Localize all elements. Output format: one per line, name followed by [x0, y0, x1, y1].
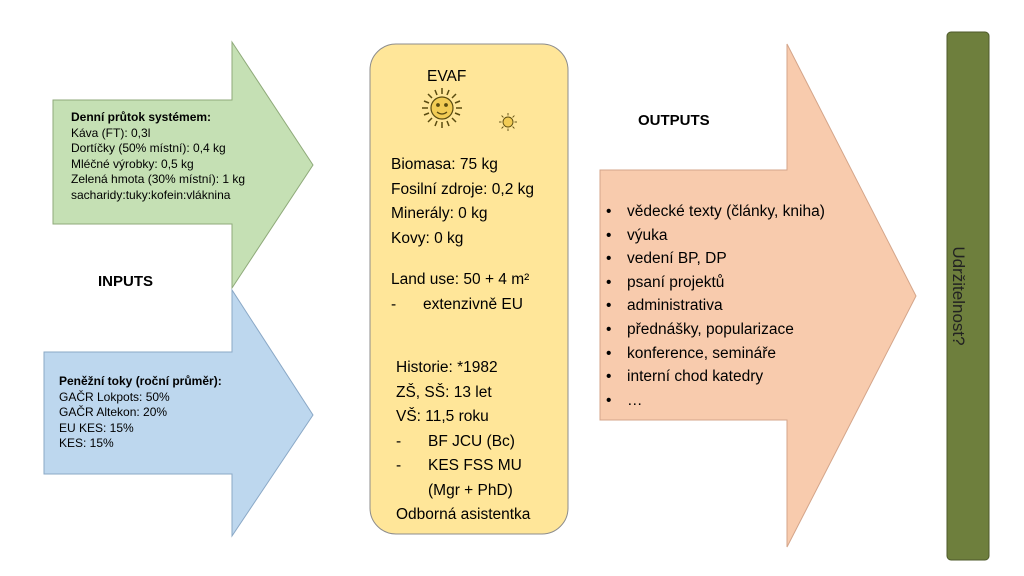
- resource-item: Kovy: 0 kg: [391, 229, 464, 247]
- flow-item: sacharidy:tuky:kofein:vláknina: [71, 187, 231, 202]
- center-title: EVAF: [427, 68, 467, 85]
- output-item: výuka: [600, 224, 825, 248]
- flow-item: Mléčné výrobky: 0,5 kg: [71, 156, 194, 171]
- history-item: ZŠ, SŠ: 13 let: [396, 383, 492, 401]
- center-history: Historie: *1982 ZŠ, SŠ: 13 let VŠ: 11,5 …: [396, 356, 530, 528]
- output-item: administrativa: [600, 294, 825, 318]
- land-use-note: extenzivně EU: [423, 295, 523, 313]
- dash: -: [396, 457, 402, 474]
- position: Odborná asistentka: [396, 506, 531, 523]
- dash: -: [391, 295, 397, 313]
- center-resources: Biomasa: 75 kg Fosilní zdroje: 0,2 kg Mi…: [391, 153, 534, 251]
- money-item: EU KES: 15%: [59, 420, 134, 435]
- resource-item: Minerály: 0 kg: [391, 205, 488, 222]
- inputs-label: INPUTS: [98, 273, 154, 290]
- history-item: Historie: *1982: [396, 359, 498, 376]
- education-item: BF JCU (Bc): [428, 432, 515, 450]
- output-item: konference, semináře: [600, 342, 825, 366]
- dash: -: [396, 432, 402, 450]
- resource-item: Biomasa: 75 kg: [391, 156, 498, 173]
- outputs-list: vědecké texty (články, kniha) výuka vede…: [600, 200, 825, 412]
- flow-item: Zelená hmota (30% místní): 1 kg: [71, 172, 246, 186]
- output-item: přednášky, popularizace: [600, 318, 825, 342]
- flow-item: Dortíčky (50% místní): 0,4 kg: [71, 141, 226, 155]
- flow-box-title: Denní průtok systémem:: [71, 110, 212, 124]
- money-box-text: Peněžní toky (roční průměr): GAČR Lokpot…: [59, 374, 222, 452]
- money-item: KES: 15%: [59, 436, 114, 450]
- education-item: KES FSS MU: [428, 457, 522, 474]
- input-arrow-green: [52, 40, 314, 290]
- center-land-use: Land use: 50 + 4 m² - extenzivně EU: [391, 268, 529, 317]
- flow-box-text: Denní průtok systémem: Káva (FT): 0,3l D…: [71, 110, 245, 203]
- sun-icon-large: [422, 88, 462, 128]
- money-item: GAČR Altekon: 20%: [59, 405, 168, 419]
- sustainability-label: Udržitelnost?: [949, 246, 968, 346]
- output-item: vedení BP, DP: [600, 247, 825, 271]
- education-note: (Mgr + PhD): [428, 481, 513, 499]
- output-item: psaní projektů: [600, 271, 825, 295]
- flow-item: Káva (FT): 0,3l: [71, 125, 151, 140]
- output-item: interní chod katedry: [600, 365, 825, 389]
- history-item: VŠ: 11,5 roku: [396, 408, 489, 425]
- sun-icon-small: [499, 113, 517, 131]
- money-box-title: Peněžní toky (roční průměr):: [59, 374, 222, 388]
- center-box: [369, 43, 569, 535]
- land-use-value: Land use: 50 + 4 m²: [391, 271, 530, 288]
- resource-item: Fosilní zdroje: 0,2 kg: [391, 180, 535, 198]
- input-arrow-blue: [43, 288, 314, 538]
- output-item: vědecké texty (články, kniha): [600, 200, 825, 224]
- output-item: …: [600, 389, 825, 413]
- sustainability-bar: [946, 31, 990, 561]
- money-item: GAČR Lokpots: 50%: [59, 389, 170, 404]
- outputs-label: OUTPUTS: [638, 112, 710, 129]
